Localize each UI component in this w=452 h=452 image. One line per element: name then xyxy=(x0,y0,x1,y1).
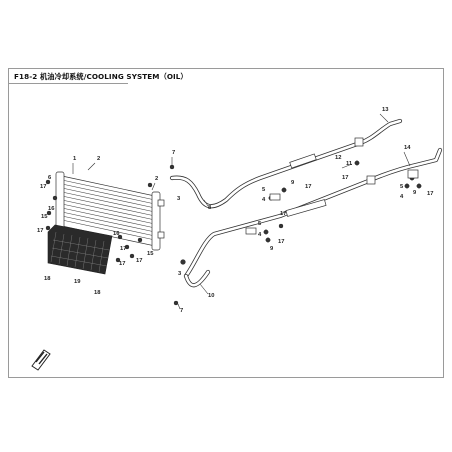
callout-number: 15 xyxy=(41,214,48,220)
callout-number: 6 xyxy=(48,175,52,181)
callout-number: 17 xyxy=(119,261,125,267)
callout-number: 17 xyxy=(280,211,286,217)
callout-number: 5 xyxy=(262,187,266,193)
callout-number: 7 xyxy=(180,308,183,314)
callout-number: 9 xyxy=(413,190,417,196)
callout-number: 8 xyxy=(208,205,212,211)
title-divider xyxy=(8,83,128,84)
callout-number: 17 xyxy=(278,239,284,245)
leader-lines xyxy=(72,113,411,310)
callout-number: 19 xyxy=(74,279,81,285)
pipe-fittings xyxy=(245,137,419,235)
oil-pipe-lower xyxy=(183,147,443,288)
cooler-guard-screen xyxy=(47,224,113,275)
callout-number: 9 xyxy=(270,246,274,252)
callout-number: 4 xyxy=(258,232,262,238)
callout-number: 14 xyxy=(404,145,411,151)
reference-tag-icon xyxy=(31,349,51,371)
callout-number: 17 xyxy=(120,246,126,252)
oil-pipe-upper xyxy=(169,118,403,209)
callout-number: 17 xyxy=(305,184,311,190)
callout-number: 11 xyxy=(346,161,353,167)
callout-number: 18 xyxy=(94,290,101,296)
callout-number: 17 xyxy=(342,175,348,181)
page-title: F18-2 机油冷却系统/COOLING SYSTEM（OIL） xyxy=(14,72,188,81)
callout-number: 16 xyxy=(48,206,55,212)
callout-number: 17 xyxy=(37,228,43,234)
callout-number: 15 xyxy=(147,251,154,257)
callout-number: 12 xyxy=(335,155,341,161)
callout-number: 1 xyxy=(73,156,77,162)
callout-number: 4 xyxy=(400,194,404,200)
callout-number: 13 xyxy=(382,107,389,113)
callout-number: 17 xyxy=(40,184,46,190)
callout-number: 9 xyxy=(291,180,295,186)
callout-number: 2 xyxy=(97,156,100,162)
diagram-frame xyxy=(8,68,444,378)
callout-number: 10 xyxy=(208,293,214,299)
callout-number: 5 xyxy=(258,221,262,227)
oil-cooler xyxy=(55,171,165,251)
callout-number: 17 xyxy=(136,258,142,264)
callout-number: 3 xyxy=(178,271,182,277)
callout-number: 4 xyxy=(262,197,266,203)
callout-number: 7 xyxy=(172,150,175,156)
callout-number: 5 xyxy=(400,184,404,190)
callout-number: 3 xyxy=(177,196,181,202)
callout-number: 16 xyxy=(113,231,120,237)
callout-number: 2 xyxy=(155,176,158,182)
callout-number: 18 xyxy=(44,276,51,282)
callout-number: 17 xyxy=(427,191,433,197)
